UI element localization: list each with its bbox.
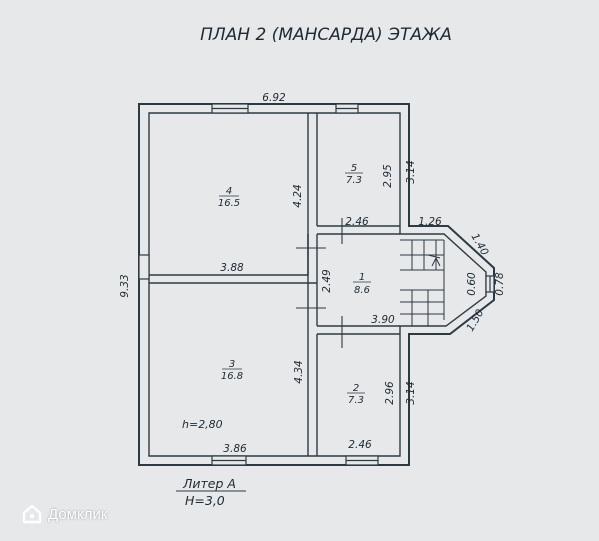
room-5-area: 7.3: [346, 175, 362, 186]
plan-title: ПЛАН 2 (МАНСАРДА) ЭТАЖА: [200, 25, 452, 45]
room-1-number: 1: [359, 272, 365, 283]
dim-room5-height: 2.95: [382, 164, 394, 188]
dim-top-overall: 6.92: [262, 92, 286, 104]
room-2-area: 7.3: [348, 395, 364, 406]
dim-bay-side: 0.78: [494, 272, 506, 296]
dim-room4-height: 4.24: [292, 184, 304, 207]
stairs: [400, 239, 445, 326]
dim-room3-height: 4.34: [293, 360, 305, 383]
liter-height: H=3,0: [185, 493, 225, 508]
ceiling-height-note: h=2,80: [182, 418, 223, 431]
interior-walls: [149, 113, 400, 456]
room-3-area: 16.8: [221, 371, 243, 382]
dim-room5-outer: 3.14: [405, 160, 417, 183]
dim-room3-width: 3.86: [223, 443, 247, 455]
dim-hall-width: 3.90: [371, 314, 395, 326]
dim-bay-diag-top: 1.40: [469, 231, 491, 258]
room-3-number: 3: [229, 359, 235, 370]
dim-room2-width: 2.46: [348, 439, 372, 451]
room-4-number: 4: [226, 186, 232, 197]
dim-room2-outer: 3.14: [405, 381, 417, 404]
domclick-logo-icon: [22, 504, 42, 524]
room-5-number: 5: [351, 163, 357, 174]
dimension-labels: 6.92 9.33 4.24 3.88 2.95 3.14 2.46 1.26 …: [119, 92, 506, 455]
dim-room5-width: 2.46: [345, 216, 369, 228]
dim-bay-inner: 0.60: [466, 272, 478, 296]
liter-name: Литер А: [182, 476, 236, 491]
room-2-number: 2: [353, 383, 359, 394]
room-4-area: 16.5: [218, 198, 240, 209]
dim-room2-height: 2.96: [384, 381, 396, 405]
windows: [138, 103, 495, 466]
dim-left-overall: 9.33: [119, 274, 131, 297]
room-1-area: 8.6: [354, 285, 370, 296]
domclick-watermark: Домклик: [22, 504, 107, 524]
dim-bay-top: 1.26: [418, 216, 442, 228]
dim-hall-height: 2.49: [321, 269, 333, 293]
watermark-text: Домклик: [48, 505, 108, 523]
door-marks: [296, 218, 343, 348]
room-labels: 4 16.5 5 7.3 1 8.6 3 16.8 2 7.3: [218, 163, 371, 406]
dim-room4-width: 3.88: [220, 262, 244, 274]
dim-bay-diag-bottom: 1.50: [464, 307, 486, 334]
